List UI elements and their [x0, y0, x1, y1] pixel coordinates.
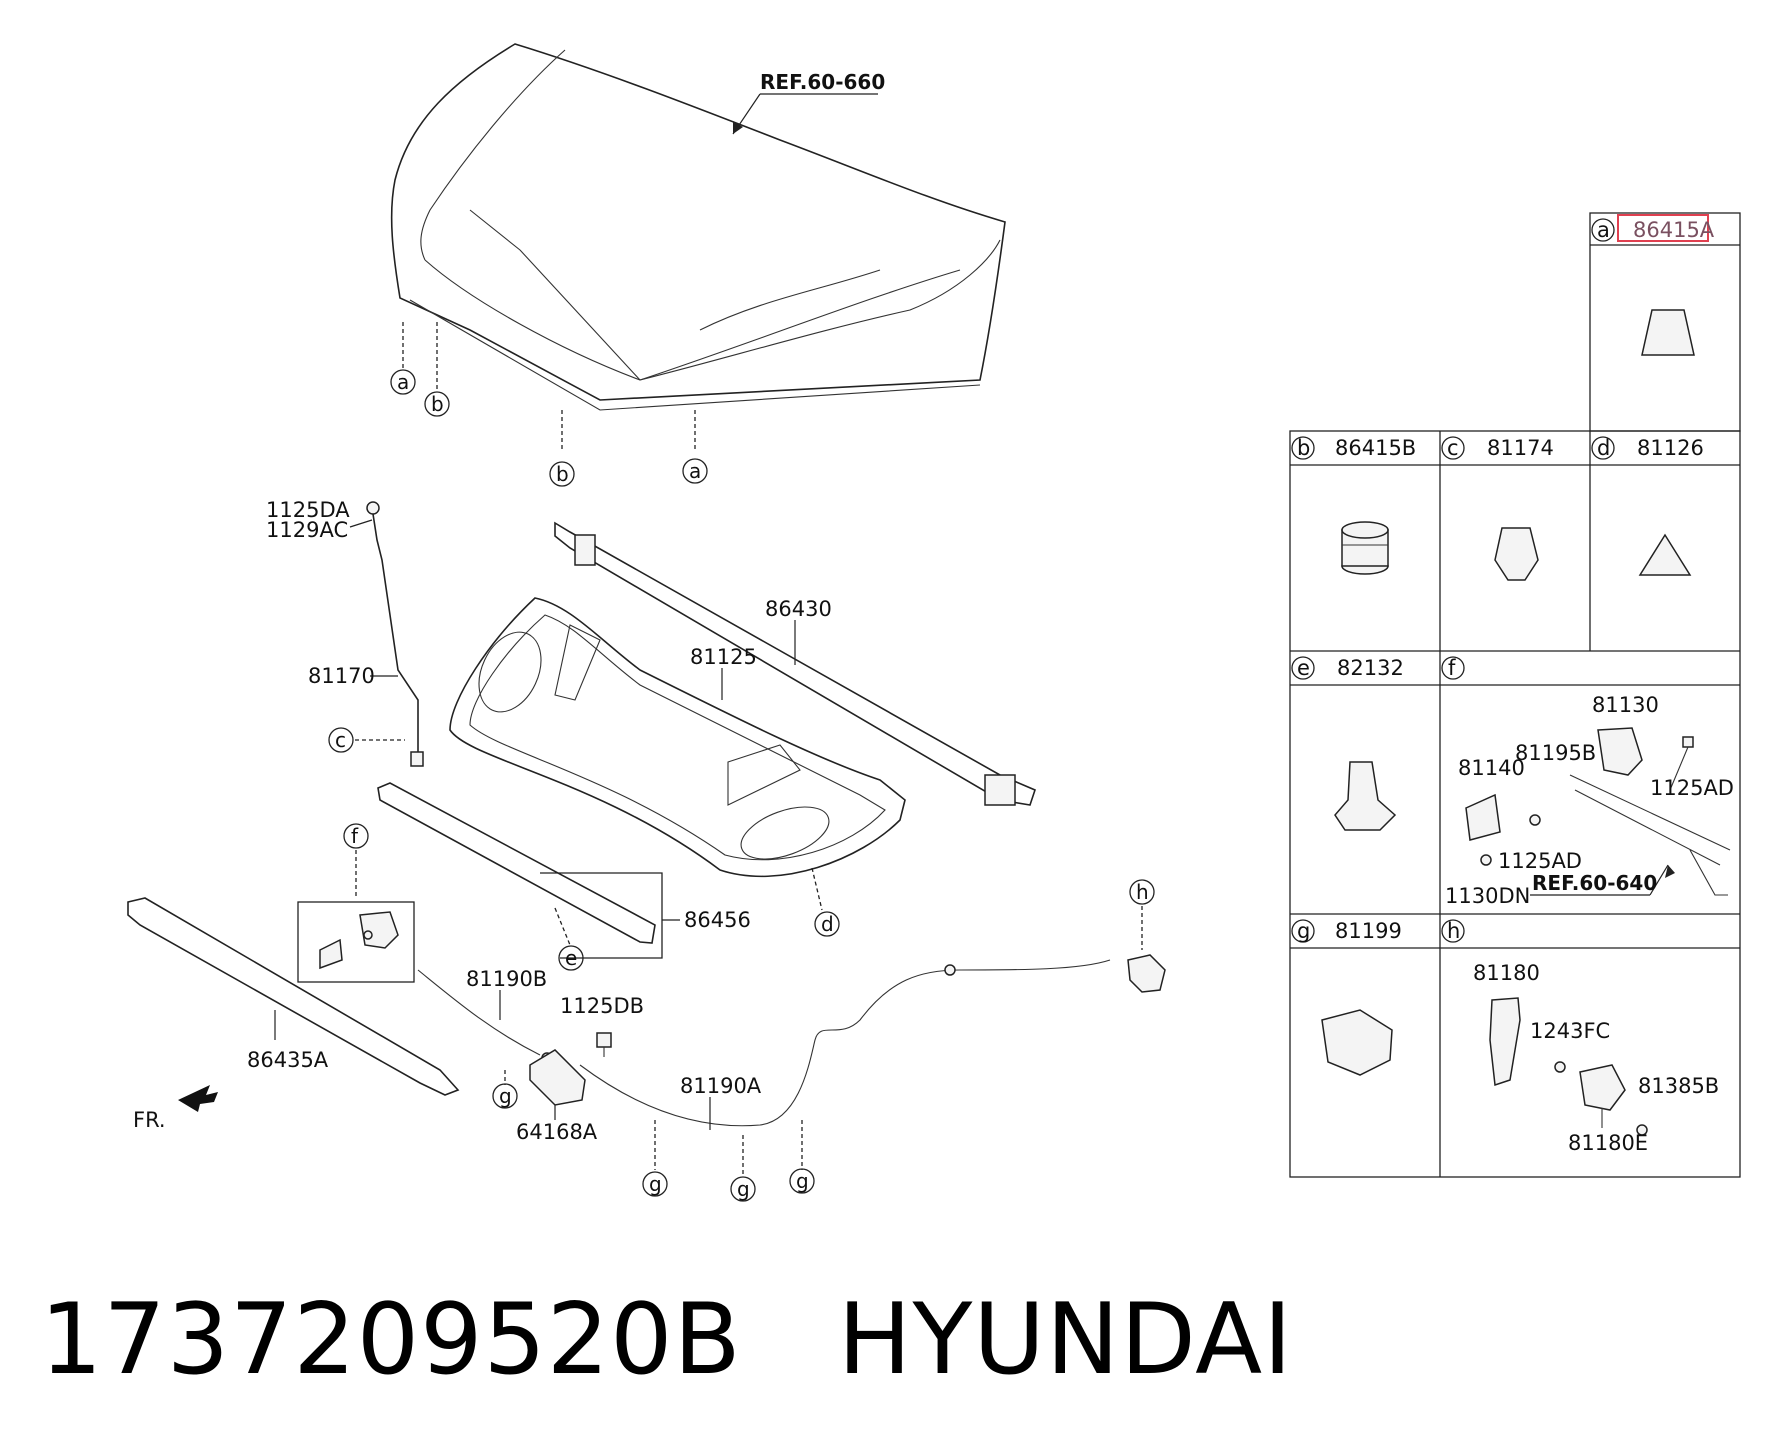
- legend-h-letter: h: [1447, 919, 1460, 943]
- hood-panel: [390, 43, 1006, 411]
- legend-c-letter: c: [1447, 436, 1459, 460]
- label-1130DN: 1130DN: [1445, 884, 1530, 908]
- callout-g-3: g: [796, 1169, 809, 1193]
- label-86430: 86430: [765, 597, 832, 621]
- hood-reference: REF.60-660: [732, 70, 885, 135]
- callout-a-1: a: [397, 370, 409, 394]
- release-lever-icon: [1489, 997, 1648, 1136]
- rubber-stopper-icon: [1341, 521, 1389, 575]
- release-cables: 81190B 81190A g g g: [417, 959, 1111, 1202]
- legend-a-letter: a: [1597, 218, 1610, 242]
- label-81385B: 81385B: [1638, 1074, 1719, 1098]
- label-86456: 86456: [684, 908, 751, 932]
- footer-brand: HYUNDAI: [837, 1283, 1294, 1397]
- hood-weatherstrip: 86430: [554, 521, 1036, 806]
- callout-f: f: [351, 824, 359, 848]
- label-1125AD-b: 1125AD: [1498, 849, 1582, 873]
- push-clip-icon: [1638, 533, 1692, 576]
- label-64168A: 64168A: [516, 1120, 598, 1144]
- bump-stopper-icon: [1641, 309, 1695, 356]
- legend-a-part: 86415A: [1633, 218, 1715, 242]
- hood-insulator: 81125 d: [449, 597, 906, 937]
- callout-g-4: g: [499, 1084, 512, 1108]
- label-81190A: 81190A: [680, 1074, 762, 1098]
- label-86435A: 86435A: [247, 1048, 329, 1072]
- front-marker: FR.: [133, 1085, 218, 1132]
- label-1125AD-a: 1125AD: [1650, 776, 1734, 800]
- release-handle: h: [1127, 879, 1166, 993]
- label-81195B: 81195B: [1515, 741, 1596, 765]
- legend-g-part: 81199: [1335, 919, 1402, 943]
- legend-d-letter: d: [1597, 436, 1610, 460]
- hood-callouts: a b b a: [390, 322, 708, 487]
- cable-holder-icon: [1321, 1009, 1393, 1076]
- callout-h: h: [1136, 880, 1149, 904]
- front-bracket: 86435A: [127, 897, 460, 1096]
- label-81140: 81140: [1458, 756, 1525, 780]
- legend-f-letter: f: [1448, 656, 1456, 680]
- callout-g-1: g: [649, 1172, 662, 1196]
- legend-c-part: 81174: [1487, 436, 1554, 460]
- label-1129AC: 1129AC: [266, 518, 348, 542]
- footer-caption: 1737209520B HYUNDAI: [40, 1283, 1293, 1397]
- callout-e: e: [565, 946, 577, 970]
- label-81180E: 81180E: [1568, 1131, 1648, 1155]
- legend-a-highlight: [1617, 214, 1709, 242]
- legend-b-part: 86415B: [1335, 436, 1416, 460]
- label-81130: 81130: [1592, 693, 1659, 717]
- label-81125: 81125: [690, 645, 757, 669]
- retainer-clip-icon: [1334, 761, 1397, 831]
- hood-ref-label: REF.60-660: [760, 70, 885, 94]
- label-81180: 81180: [1473, 961, 1540, 985]
- label-1125DA: 1125DA: [266, 498, 350, 522]
- legend-e-part: 82132: [1337, 656, 1404, 680]
- latch-detail-box: f: [297, 823, 415, 983]
- front-label: FR.: [133, 1108, 166, 1132]
- rod-clip-icon: [1494, 527, 1539, 581]
- label-1125DB: 1125DB: [560, 994, 644, 1018]
- callout-g-2: g: [737, 1177, 750, 1201]
- legend-table: a 86415A b 86415B c 81174 d 81126 e 8213…: [1289, 212, 1741, 1178]
- legend-e-letter: e: [1297, 656, 1310, 680]
- callout-b-2: b: [556, 462, 569, 486]
- legend-g-letter: g: [1297, 919, 1310, 943]
- footer-part-number: 1737209520B: [40, 1283, 742, 1397]
- latch-bracket: 1125DB 64168A g: [492, 994, 644, 1144]
- callout-b-1: b: [431, 392, 444, 416]
- label-1243FC: 1243FC: [1530, 1019, 1610, 1043]
- panel-ref-label: REF.60-640: [1532, 871, 1657, 895]
- hood-stay-rod: 1125DA 1129AC 81170 c: [266, 498, 424, 767]
- legend-d-part: 81126: [1637, 436, 1704, 460]
- latch-assembly-icon: [1465, 727, 1731, 896]
- label-81190B: 81190B: [466, 967, 547, 991]
- hood-seal-strip: 86456 e: [377, 782, 751, 971]
- callout-a-2: a: [689, 459, 701, 483]
- legend-b-letter: b: [1297, 436, 1310, 460]
- callout-d: d: [821, 912, 834, 936]
- callout-c: c: [335, 728, 346, 752]
- label-81170: 81170: [308, 664, 375, 688]
